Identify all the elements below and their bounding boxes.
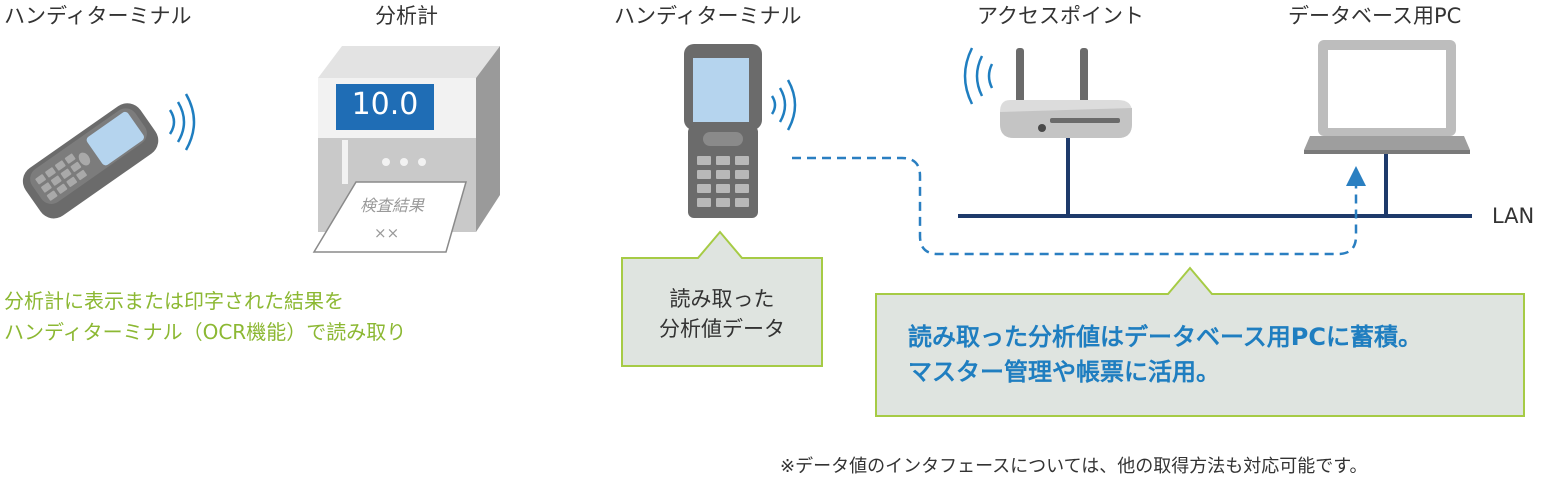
printout-value: ××	[374, 224, 400, 242]
wireless-signal-icon	[770, 79, 797, 131]
database-pc-icon	[1304, 40, 1470, 154]
printout-title: 検査結果	[360, 196, 425, 215]
callout-left-box	[621, 230, 823, 367]
data-flow-arrow	[792, 156, 1366, 256]
callout-left-line2: 分析値データ	[659, 317, 785, 342]
footnote: ※データ値のインタフェースについては、他の取得方法も対応可能です。	[780, 456, 1368, 477]
callout-right-text: 読み取った分析値はデータベース用PCに蓄積。 マスター管理や帳票に活用。	[908, 320, 1422, 390]
label-lan: LAN	[1492, 204, 1535, 228]
callout-left-text: 読み取った 分析値データ	[622, 284, 822, 345]
callout-right-box	[875, 266, 1525, 417]
wireless-signal-icon	[963, 47, 994, 105]
lan-line	[958, 138, 1472, 218]
label-handy-left: ハンディターミナル	[4, 4, 192, 28]
label-access-point: アクセスポイント	[977, 4, 1144, 28]
access-point-icon	[1000, 48, 1132, 138]
handy-terminal-center-icon	[684, 44, 762, 218]
wireless-signal-icon	[168, 93, 196, 151]
analyzer-icon	[312, 46, 500, 253]
left-description-line1: 分析計に表示または印字された結果を	[4, 289, 344, 313]
label-database-pc: データベース用PC	[1288, 4, 1462, 28]
callout-left-line1: 読み取った	[669, 287, 775, 311]
label-analyzer: 分析計	[375, 4, 438, 28]
analyzer-display-value: 10.0	[351, 87, 419, 122]
left-description: 分析計に表示または印字された結果を ハンディターミナル（OCR機能）で読み取り	[4, 286, 406, 348]
handy-terminal-left-icon	[22, 103, 159, 219]
label-handy-center: ハンディターミナル	[614, 4, 802, 28]
left-description-line2: ハンディターミナル（OCR機能）で読み取り	[4, 320, 407, 344]
callout-right-line2: マスター管理や帳票に活用。	[908, 357, 1220, 386]
callout-right-line1: 読み取った分析値はデータベース用PCに蓄積。	[908, 323, 1423, 351]
